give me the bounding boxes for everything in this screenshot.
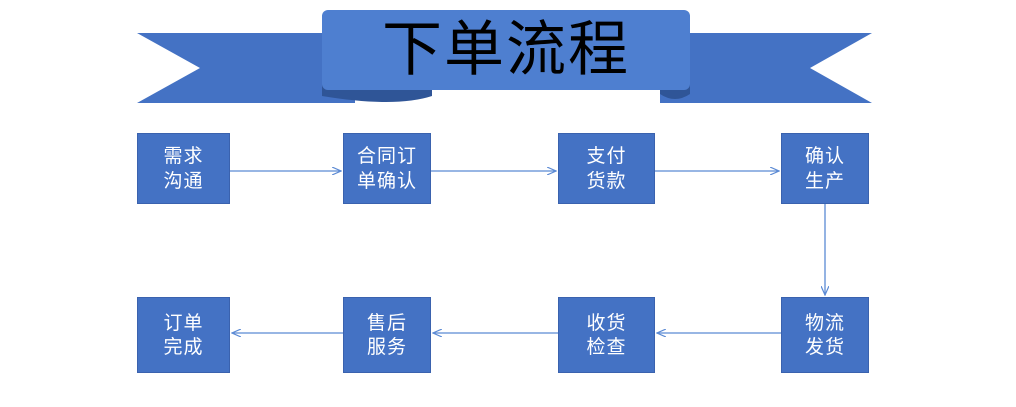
ribbon-left-tail [137, 33, 355, 103]
node-label-line1: 支付 [586, 145, 627, 168]
flow-node-contract-order-confirm[interactable]: 合同订 单确认 [343, 133, 431, 204]
flow-node-receive-inspect[interactable]: 收货 检查 [558, 297, 655, 373]
flow-node-requirement-communication[interactable]: 需求 沟通 [137, 133, 230, 204]
flow-node-confirm-production[interactable]: 确认 生产 [781, 133, 869, 204]
node-label-line2: 单确认 [356, 169, 417, 192]
node-label-line2: 检查 [586, 336, 627, 358]
node-label-line2: 生产 [804, 169, 845, 192]
node-label-line1: 合同订 [356, 145, 417, 168]
flow-node-after-sales-service[interactable]: 售后 服务 [343, 297, 431, 373]
node-label-line1: 售后 [366, 311, 407, 334]
flow-node-payment[interactable]: 支付 货款 [558, 133, 655, 204]
node-label-line1: 订单 [163, 311, 204, 334]
ribbon-right-tail [660, 33, 872, 103]
node-label-line1: 需求 [163, 145, 204, 168]
node-label-line1: 物流 [804, 311, 845, 334]
flow-node-logistics-shipping[interactable]: 物流 发货 [781, 297, 869, 373]
node-label-line2: 服务 [366, 336, 407, 358]
node-label-line1: 确认 [804, 145, 845, 168]
node-label-line2: 货款 [586, 169, 627, 192]
banner-header: 下单流程 [0, 0, 1016, 118]
node-label-line2: 沟通 [163, 169, 204, 192]
node-label-line1: 收货 [586, 311, 627, 334]
node-label-line2: 完成 [163, 336, 204, 358]
ribbon-center-panel [322, 10, 690, 90]
ribbon-graphic [137, 10, 872, 103]
flow-node-order-complete[interactable]: 订单 完成 [137, 297, 230, 373]
node-label-line2: 发货 [804, 336, 845, 358]
